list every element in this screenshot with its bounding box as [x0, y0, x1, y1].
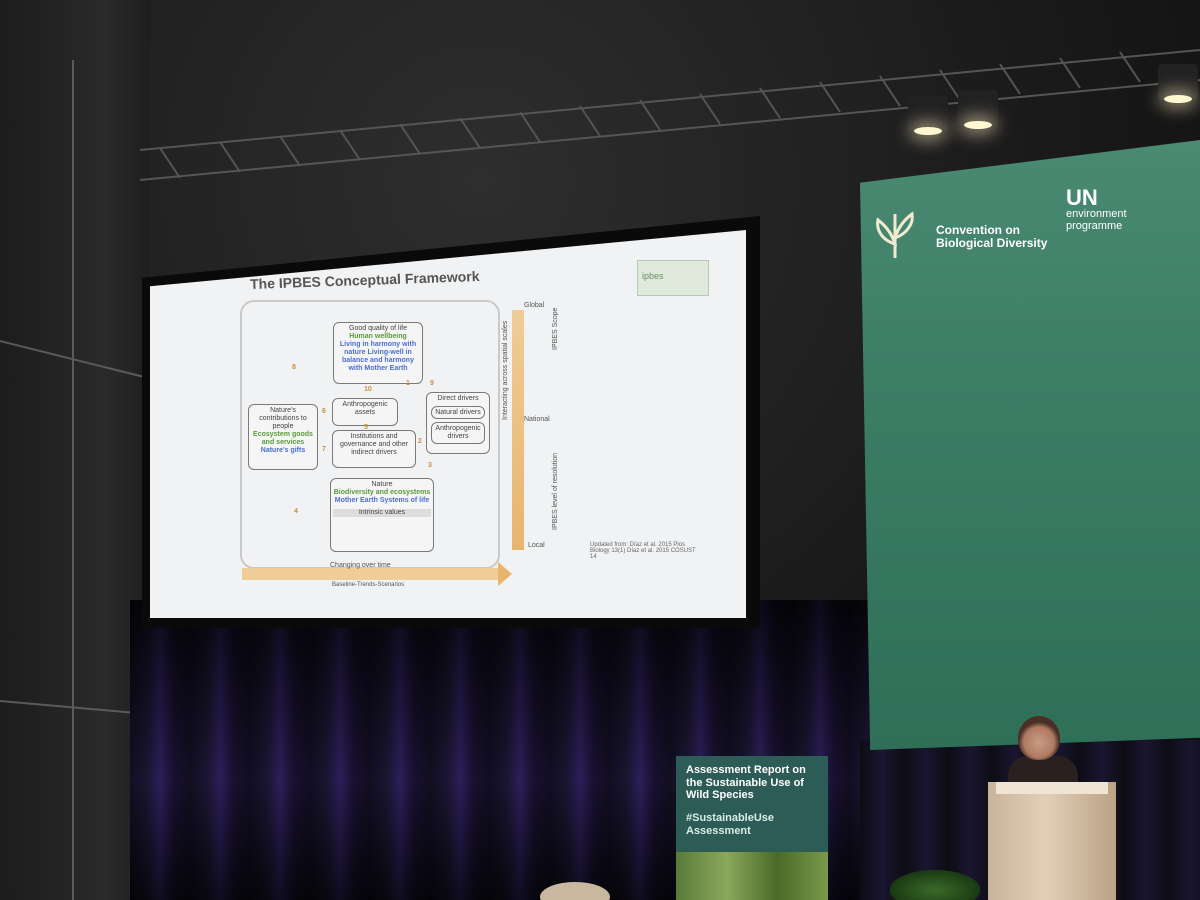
arrow-number: 9 — [430, 380, 434, 387]
audience-head — [540, 882, 610, 900]
box-direct-drivers: Direct drivers Natural drivers Anthropog… — [426, 392, 490, 454]
sign-title: Assessment Report on the Sustainable Use… — [686, 764, 806, 802]
stage-light — [1158, 64, 1198, 103]
stage-plant — [890, 870, 980, 900]
cbd-leaf-icon — [876, 211, 914, 258]
speaker-head — [1018, 716, 1060, 760]
podium-top — [996, 782, 1108, 794]
light-lens — [1164, 95, 1192, 103]
label-natures-contributions: Nature's contributions to people — [259, 407, 307, 431]
un-short: UN — [1066, 185, 1098, 210]
stage-light — [908, 96, 948, 135]
arrow-number: 3 — [428, 462, 432, 469]
left-wall — [0, 0, 150, 900]
label-nature: Nature — [371, 481, 393, 488]
lighting-truss — [140, 49, 1200, 181]
box-anthropogenic-assets: Anthropogenic assets — [332, 398, 398, 426]
label-intrinsic-values: Intrinsic values — [333, 509, 431, 518]
label-harmony: Living in harmony with nature Living-wel… — [339, 341, 417, 373]
label-human-wellbeing: Human wellbeing — [349, 333, 407, 341]
changing-over-time-arrow — [242, 568, 502, 580]
arrow-number: 4 — [294, 508, 298, 515]
spatial-scales-arrow — [512, 310, 524, 550]
ipbes-resolution-label: IPBES level of resolution — [552, 452, 559, 530]
ipbes-logo: ipbes — [637, 260, 709, 296]
un-environment-logo: UN environment programme — [1066, 186, 1127, 232]
citation: Updated from: Díaz et al. 2015 Plos Biol… — [590, 542, 696, 560]
box-institutions: Institutions and governance and other in… — [332, 430, 416, 468]
box-natural-drivers: Natural drivers — [431, 406, 485, 420]
sign-hashtag: #SustainableUse Assessment — [686, 812, 775, 837]
changing-over-time-label: Changing over time — [330, 562, 391, 569]
box-good-quality-of-life: Good quality of life Human wellbeing Liv… — [333, 322, 423, 384]
label-direct-drivers: Direct drivers — [437, 395, 479, 402]
presentation-slide: The IPBES Conceptual Framework ipbes Goo… — [150, 230, 746, 618]
label-mother-earth: Mother Earth Systems of life — [334, 497, 430, 505]
light-lens — [964, 121, 992, 129]
un-line1: environment — [1066, 208, 1127, 221]
spatial-scales-label: Interacting across spatial scales — [502, 320, 509, 420]
scale-national: National — [524, 416, 550, 423]
arrow-number: 5 — [364, 424, 368, 431]
label-biodiversity: Biodiversity and ecosystems — [333, 489, 431, 497]
arrow-number: 8 — [292, 364, 296, 371]
sign-photo — [676, 852, 828, 900]
box-natures-contributions: Nature's contributions to people Ecosyst… — [248, 404, 318, 470]
changing-over-time-arrowhead — [498, 562, 512, 586]
arrow-number: 2 — [418, 438, 422, 445]
podium — [988, 782, 1116, 900]
baseline-label: Baseline-Trends-Scenarios — [332, 582, 405, 588]
arrow-number: 10 — [364, 386, 372, 393]
scale-local: Local — [528, 542, 545, 549]
box-anthropogenic-drivers: Anthropogenic drivers — [431, 422, 485, 445]
label-natures-gifts: Nature's gifts — [260, 447, 306, 455]
ipbes-scope-label: IPBES Scope — [552, 307, 559, 350]
scale-global: Global — [524, 302, 545, 309]
arrow-number: 7 — [322, 446, 326, 453]
label-good-quality: Good quality of life — [349, 325, 407, 332]
logo-text: ipbes — [642, 271, 664, 281]
stage-light — [958, 90, 998, 129]
cbd-banner: Convention on Biological Diversity UN en… — [860, 140, 1200, 750]
arrow-number: 1 — [406, 380, 410, 387]
label-ecosystem-goods: Ecosystem goods and services — [253, 431, 313, 447]
un-line2: programme — [1066, 219, 1123, 232]
wall-seam — [72, 60, 74, 900]
box-nature: Nature Biodiversity and ecosystems Mothe… — [330, 478, 434, 552]
light-lens — [914, 127, 942, 135]
arrow-number: 6 — [322, 408, 326, 415]
cbd-name: Convention on Biological Diversity — [936, 223, 1048, 251]
